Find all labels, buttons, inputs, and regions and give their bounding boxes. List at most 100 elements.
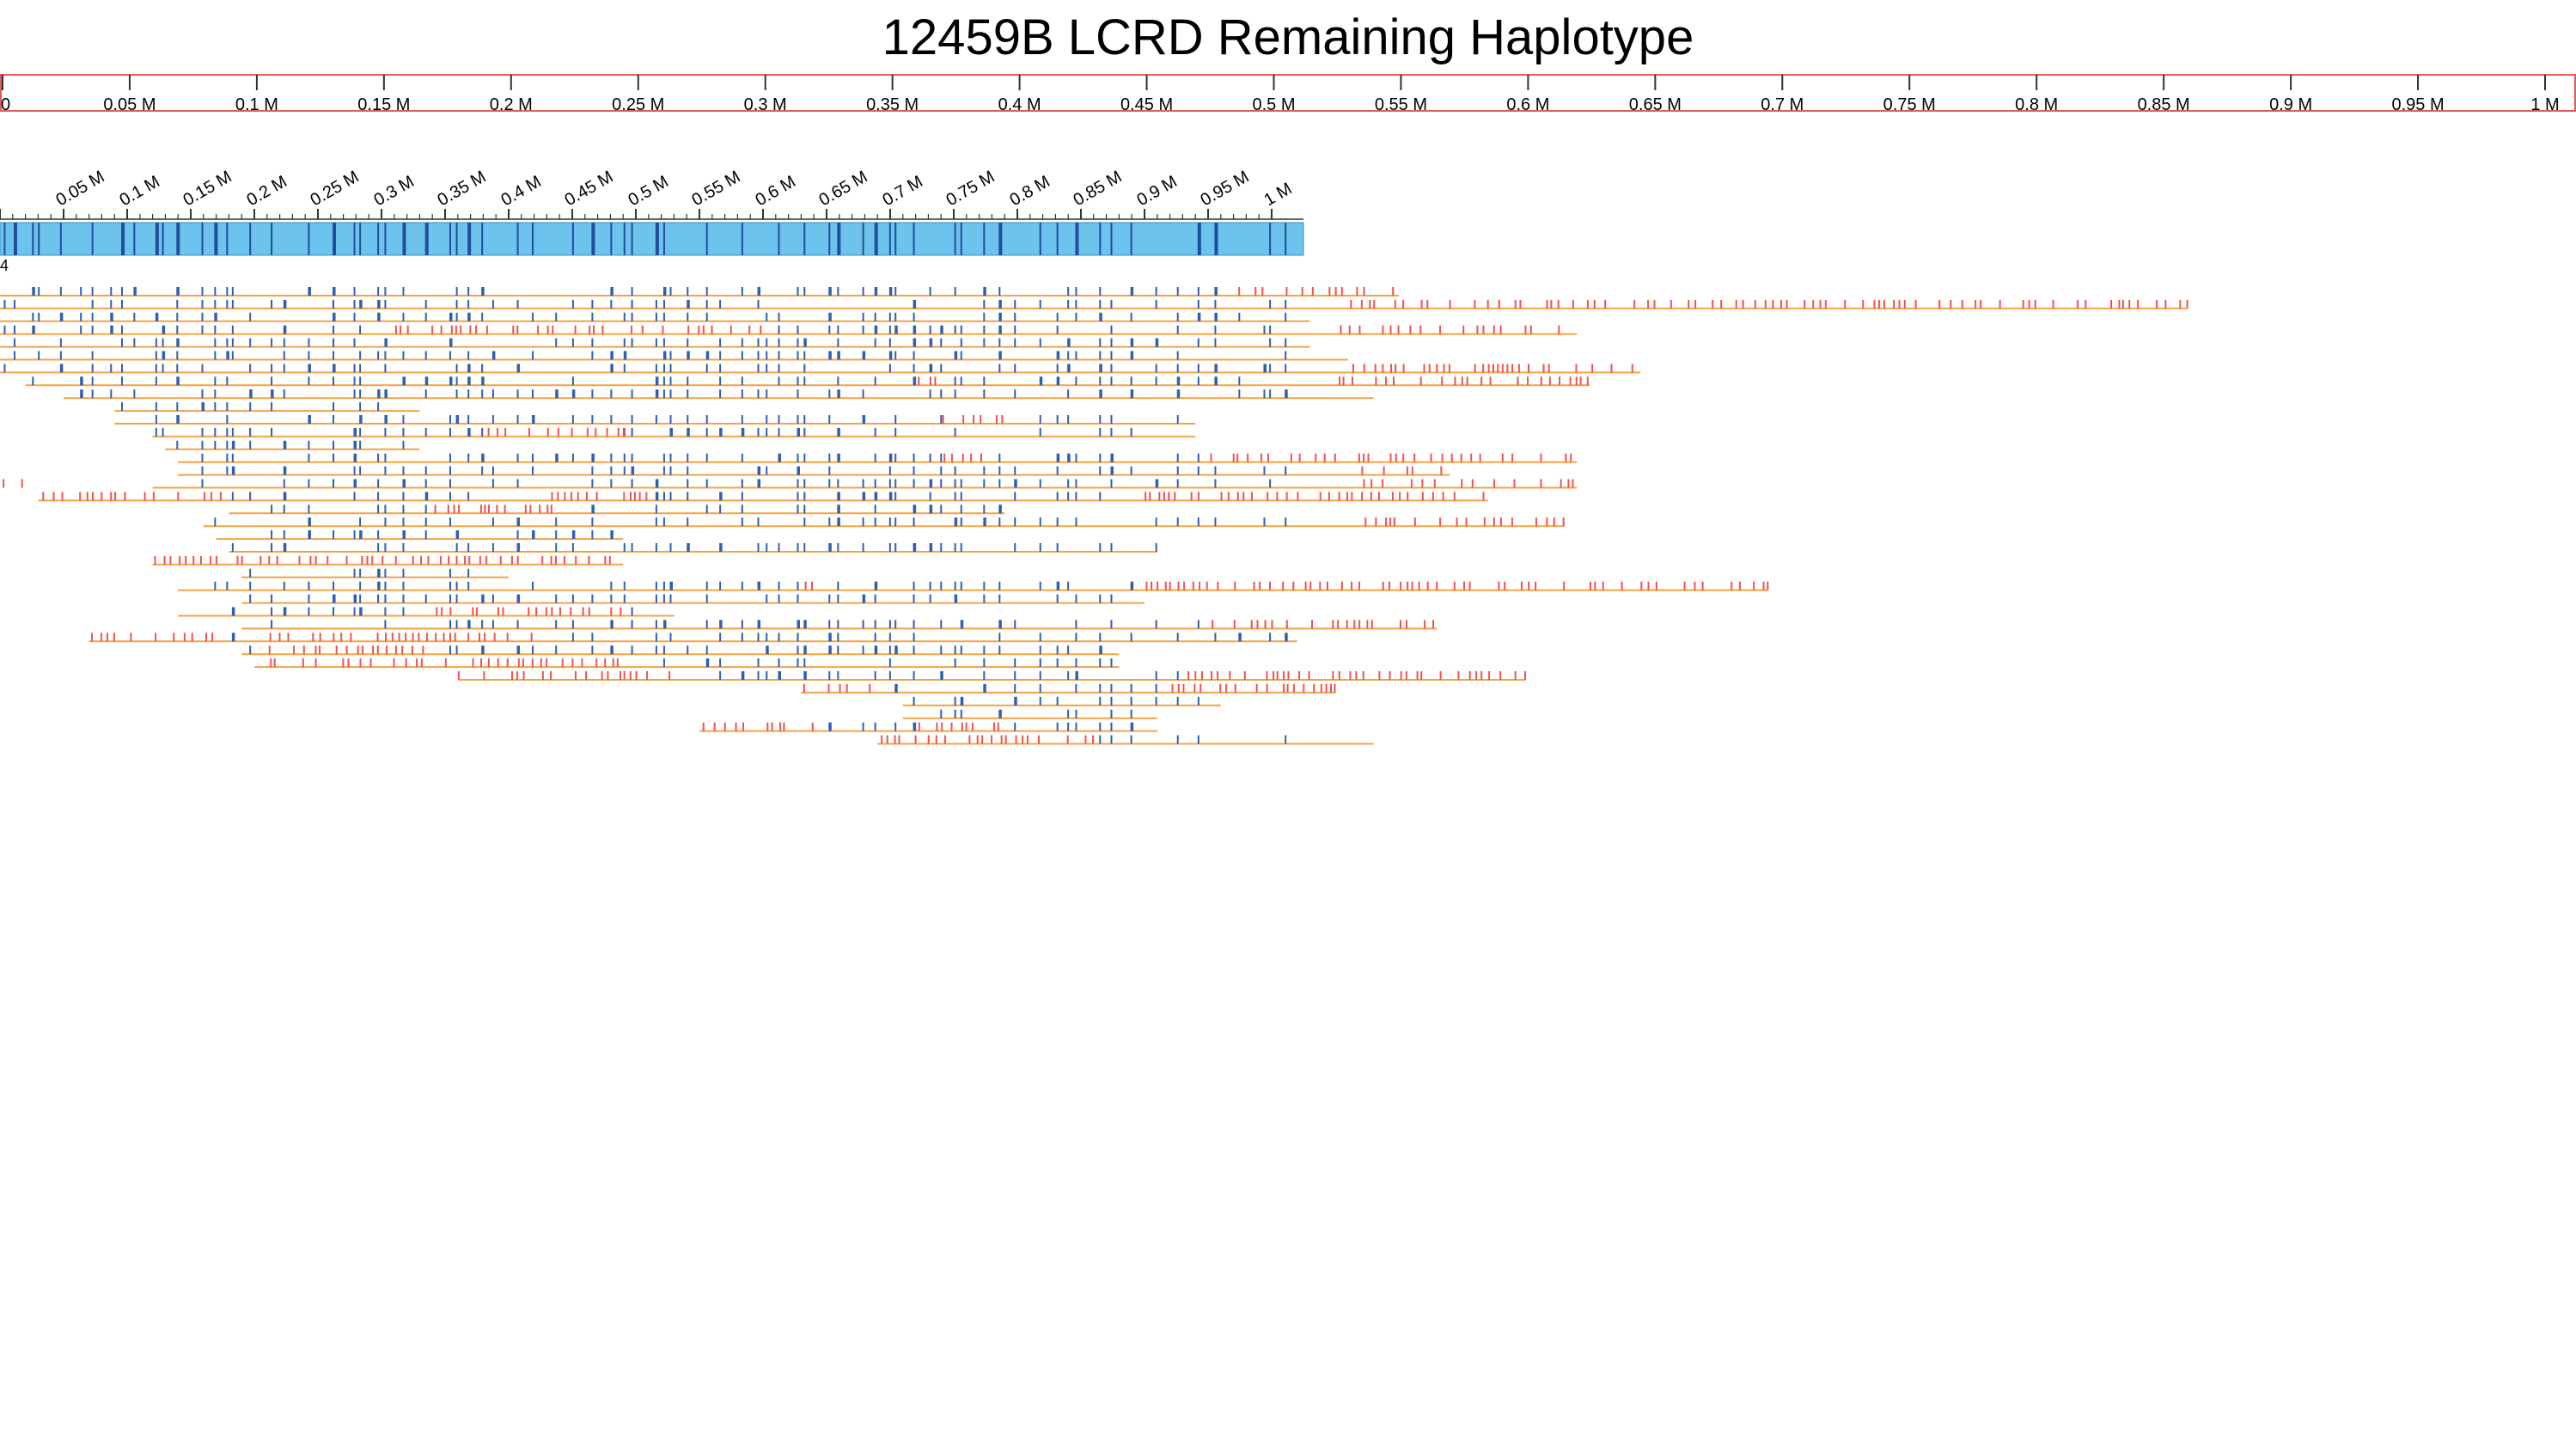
match-mark (333, 530, 335, 540)
match-mark (359, 581, 362, 590)
match-mark (610, 645, 613, 655)
mismatch-mark (215, 555, 217, 565)
mismatch-mark (1975, 299, 1977, 309)
match-mark (778, 312, 780, 321)
mismatch-mark (86, 492, 89, 501)
match-mark (797, 415, 799, 424)
match-mark (998, 312, 1002, 321)
top-ruler-label: 0.55 M (1375, 95, 1427, 114)
match-mark (467, 312, 471, 321)
match-mark (1176, 696, 1179, 706)
mismatch-mark (1282, 683, 1285, 693)
mismatch-mark (1370, 492, 1372, 501)
mismatch-mark (570, 607, 572, 616)
mismatch-mark (1572, 299, 1574, 309)
match-mark (1014, 299, 1016, 309)
mismatch-mark (541, 671, 544, 680)
match-mark (455, 364, 458, 373)
mismatch-mark (1754, 299, 1756, 309)
mismatch-mark (1164, 581, 1167, 590)
match-mark (803, 671, 807, 680)
match-mark (929, 504, 933, 514)
match-mark (516, 517, 521, 527)
mismatch-mark (191, 633, 193, 642)
match-mark (1110, 479, 1113, 488)
match-mark (610, 415, 613, 424)
match-mark (983, 594, 986, 603)
match-mark (402, 287, 405, 296)
mismatch-mark (319, 633, 321, 642)
match-mark (201, 427, 204, 437)
match-mark (983, 645, 986, 655)
match-mark (555, 645, 558, 655)
mismatch-mark (1513, 479, 1516, 488)
match-mark (828, 389, 831, 399)
match-mark (837, 504, 840, 514)
match-mark (610, 453, 613, 462)
match-mark (894, 415, 897, 424)
match-mark (120, 338, 123, 347)
match-mark (1285, 389, 1288, 399)
mismatch-mark (484, 633, 486, 642)
mismatch-mark (1311, 287, 1314, 296)
match-mark (803, 376, 806, 386)
match-mark (719, 299, 722, 309)
mismatch-mark (357, 645, 359, 655)
mismatch-mark (1145, 492, 1147, 501)
mismatch-mark (1383, 466, 1385, 475)
mismatch-mark (550, 555, 552, 565)
match-mark (837, 287, 839, 296)
match-mark (455, 594, 458, 603)
match-mark (3, 325, 6, 334)
match-mark (359, 299, 363, 309)
mismatch-mark (92, 492, 95, 501)
contig-mark (333, 223, 337, 255)
mismatch-mark (1382, 364, 1384, 373)
match-mark (1197, 364, 1199, 373)
match-mark (1099, 299, 1102, 309)
match-mark (283, 299, 287, 309)
mismatch-mark (362, 645, 364, 655)
mismatch-mark (976, 735, 979, 744)
match-mark (449, 415, 451, 424)
match-mark (455, 299, 458, 309)
match-mark (960, 479, 962, 488)
match-mark (778, 453, 782, 462)
match-mark (998, 517, 1001, 527)
mismatch-mark (1199, 581, 1201, 590)
match-mark (1197, 735, 1199, 744)
match-mark (998, 633, 1001, 642)
mismatch-mark (1351, 581, 1353, 590)
mismatch-mark (1253, 581, 1255, 590)
mismatch-mark (485, 555, 488, 565)
match-mark (591, 466, 594, 475)
match-mark (741, 479, 743, 488)
match-mark (226, 440, 229, 449)
match-mark (384, 364, 387, 373)
mismatch-mark (1410, 479, 1413, 488)
match-mark (797, 351, 799, 360)
match-mark (631, 645, 633, 655)
mismatch-mark (961, 722, 963, 731)
match-mark (1285, 466, 1287, 475)
match-mark (59, 364, 64, 373)
read-row (241, 645, 1120, 656)
mismatch-mark (574, 325, 577, 334)
mismatch-mark (1338, 492, 1340, 501)
mismatch-mark (1311, 620, 1314, 629)
mismatch-mark (1514, 299, 1517, 309)
contig-tick-label: 0.1 M (117, 172, 163, 210)
match-mark (353, 364, 356, 373)
match-mark (176, 299, 179, 309)
match-mark (913, 543, 917, 552)
match-mark (155, 402, 157, 412)
match-mark (631, 299, 633, 309)
mismatch-mark (447, 504, 449, 514)
match-mark (1176, 312, 1179, 321)
mismatch-mark (1197, 492, 1199, 501)
mismatch-mark (1232, 453, 1235, 462)
match-mark (655, 492, 659, 501)
match-mark (874, 312, 876, 321)
match-mark (631, 607, 633, 616)
match-mark (983, 683, 986, 693)
